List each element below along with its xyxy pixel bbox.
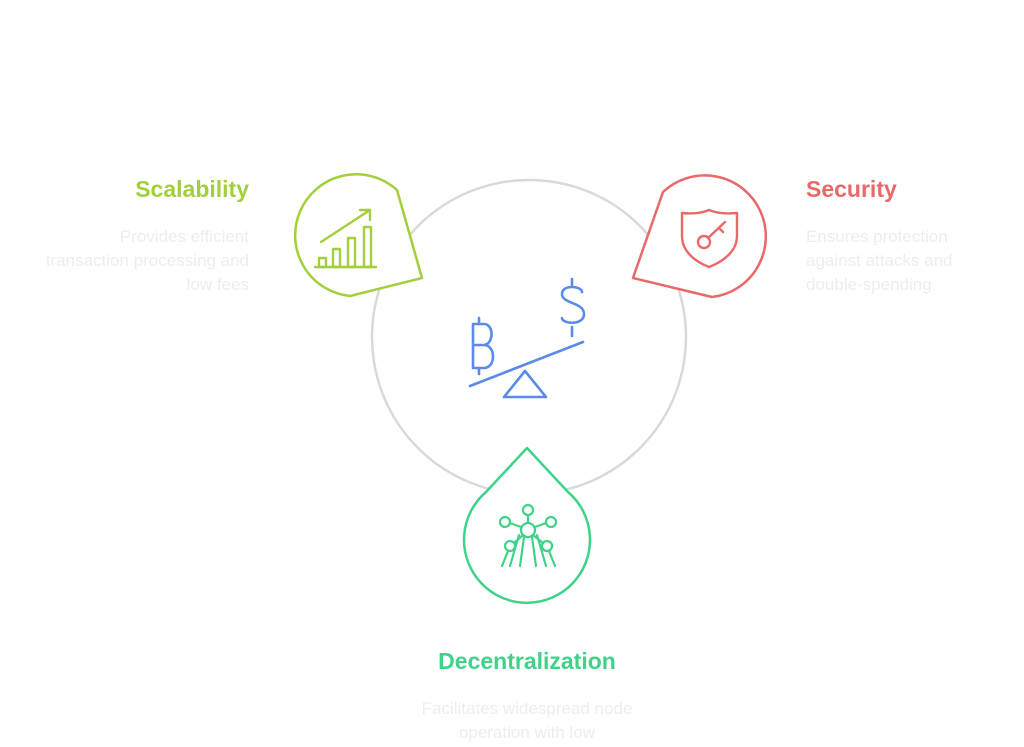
security-pin xyxy=(631,174,768,299)
scalability-description: Provides efficient transaction processin… xyxy=(45,227,249,294)
security-description: Ensures protection against attacks and d… xyxy=(806,227,953,294)
decentralization-title: Decentralization xyxy=(438,648,616,674)
crypto-balance-icon xyxy=(468,277,586,399)
decentralization-pin xyxy=(462,446,592,604)
scalability-pin xyxy=(293,173,424,298)
decentralization-description: Facilitates widespread node operation wi… xyxy=(421,699,633,742)
shield-key-icon xyxy=(680,208,739,269)
security-title: Security xyxy=(806,176,897,202)
node-network-icon xyxy=(498,503,558,568)
scalability-title: Scalability xyxy=(135,176,249,202)
center-ring xyxy=(370,178,688,496)
growth-chart-icon xyxy=(313,208,378,269)
